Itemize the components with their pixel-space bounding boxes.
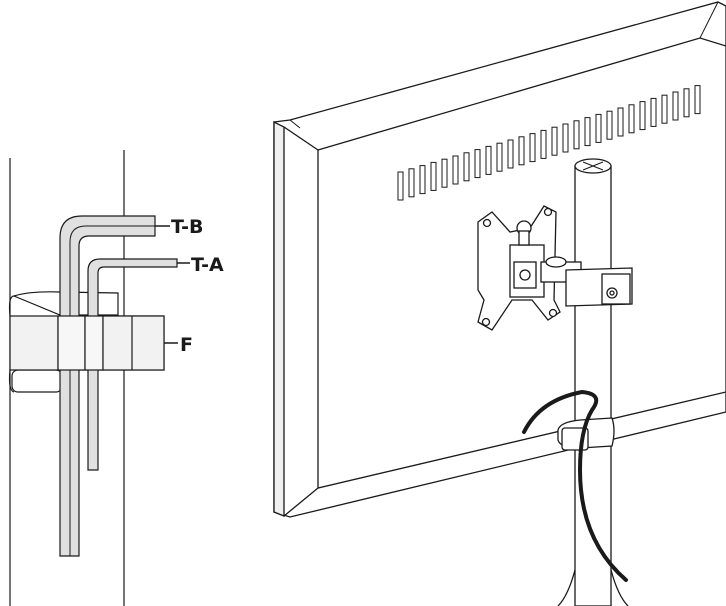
pole-base xyxy=(557,569,629,606)
vesa-hole xyxy=(548,308,558,318)
arm-clamp xyxy=(540,256,633,307)
vent-slot xyxy=(529,133,536,163)
vesa-plate xyxy=(477,205,561,331)
vent-slot xyxy=(595,113,602,143)
cable xyxy=(522,389,628,582)
label-f: F xyxy=(180,334,193,356)
vent-slot xyxy=(397,171,404,201)
vent-slot xyxy=(672,91,679,121)
vent-slot xyxy=(507,139,514,169)
vent-slot xyxy=(694,85,701,115)
vent-slot xyxy=(518,136,525,166)
inset-pole-detail xyxy=(8,150,190,606)
ventilation-slots xyxy=(397,85,701,201)
vent-slot xyxy=(496,142,503,172)
vent-slot xyxy=(474,149,481,179)
label-tb: T-B xyxy=(171,216,204,238)
clamp-f-front xyxy=(57,315,165,371)
vent-slot xyxy=(628,104,635,134)
clamp-back-lower xyxy=(11,369,63,393)
vent-slot xyxy=(639,101,646,131)
monitor-edge xyxy=(273,120,285,517)
vent-slot xyxy=(573,120,580,150)
vent-slot xyxy=(617,107,624,137)
vent-slot xyxy=(540,129,547,159)
vent-slot xyxy=(419,165,426,195)
vent-slot xyxy=(430,161,437,191)
vent-slot xyxy=(463,152,470,182)
vent-slot xyxy=(485,145,492,175)
vent-slot xyxy=(441,158,448,188)
vent-slot xyxy=(661,94,668,124)
tool-ta xyxy=(87,258,178,471)
vent-slot xyxy=(408,168,415,198)
vent-slot xyxy=(584,117,591,147)
vent-slot xyxy=(683,88,690,118)
vent-slot xyxy=(650,97,657,127)
vent-slot xyxy=(606,110,613,140)
vent-slot xyxy=(562,123,569,153)
vesa-hole xyxy=(481,317,491,327)
vesa-hole xyxy=(482,218,492,228)
vent-slot xyxy=(551,126,558,156)
vesa-hole xyxy=(543,207,553,217)
label-ta: T-A xyxy=(191,254,224,276)
vent-slot xyxy=(452,155,459,185)
